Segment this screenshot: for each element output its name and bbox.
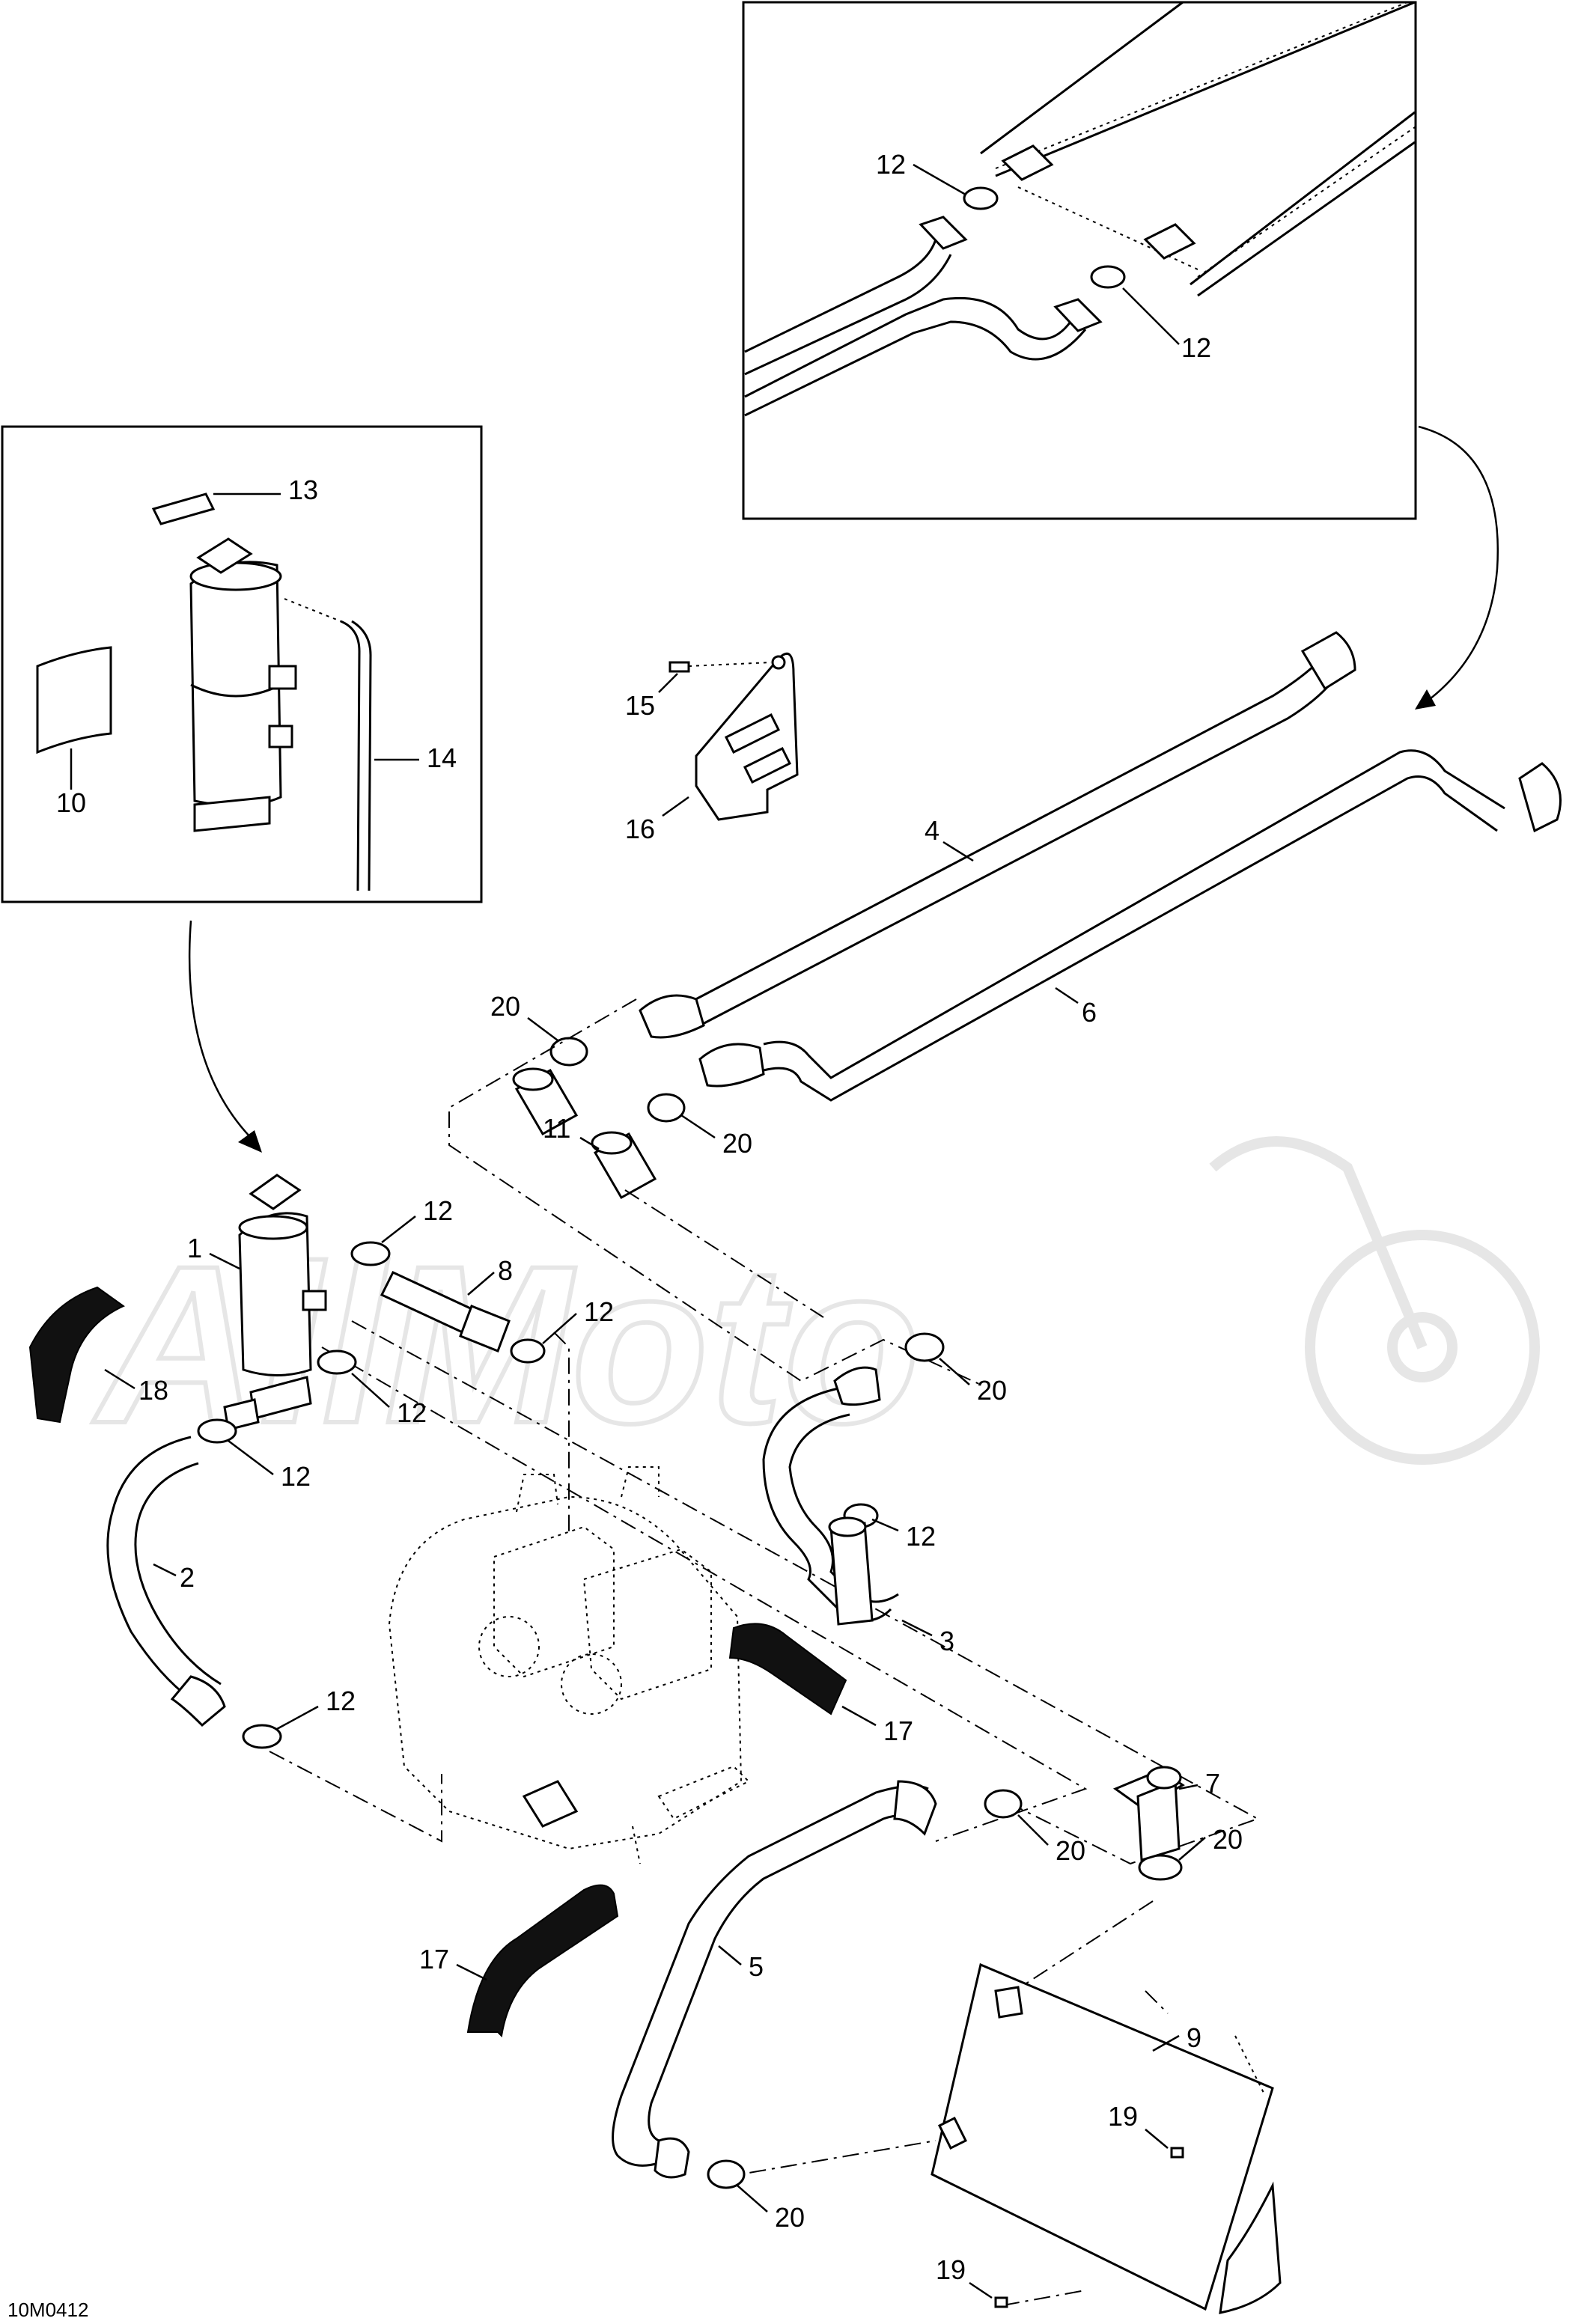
elbow-fitting-7: 7 — [1112, 1766, 1220, 1861]
callout-12: 12 — [397, 1397, 427, 1428]
inset-pointer-arrow — [188, 920, 259, 1146]
ring — [549, 1037, 588, 1067]
tank-cap — [151, 492, 216, 525]
callout-20: 20 — [1056, 1835, 1085, 1866]
callout-8: 8 — [498, 1255, 513, 1286]
callout-7: 7 — [1205, 1768, 1220, 1799]
inset-coolant-tank-detail: 13 14 10 — [1, 425, 483, 903]
callout-5: 5 — [749, 1951, 764, 1982]
callout-20: 20 — [775, 2202, 805, 2233]
engine — [388, 1466, 750, 1864]
drawing-code: 10M0412 — [7, 2299, 88, 2321]
bracket-assembly: 15 16 — [625, 652, 799, 844]
coolant-tank — [189, 561, 282, 807]
coolant-pipe-6: 6 — [698, 749, 1562, 1102]
callout-18: 18 — [138, 1375, 168, 1406]
hose-3: 3 — [762, 1366, 954, 1656]
callout-12: 12 — [423, 1195, 453, 1226]
ring — [647, 1093, 686, 1123]
screw — [668, 661, 690, 673]
callout-12: 12 — [584, 1296, 614, 1327]
callout-6: 6 — [1082, 997, 1097, 1028]
routing-lines — [269, 998, 1260, 2306]
ring — [707, 2159, 746, 2189]
watermark-motorcycle — [1209, 1136, 1540, 1465]
callout-10: 10 — [56, 787, 86, 818]
callout-12: 12 — [281, 1461, 311, 1492]
callout-1: 1 — [187, 1233, 202, 1263]
coolant-pipe-4: 4 — [639, 631, 1356, 1039]
decal — [36, 646, 112, 754]
callout-20: 20 — [490, 991, 520, 1022]
callout-19: 19 — [936, 2254, 966, 2285]
callout-12: 12 — [876, 149, 906, 180]
joiner-sleeves: 20 11 20 — [490, 991, 752, 1200]
hose-2: 2 — [106, 1436, 226, 1727]
callout-3: 3 — [939, 1626, 954, 1656]
protective-sleeve-17 — [466, 1884, 619, 2038]
callout-17: 17 — [883, 1715, 913, 1746]
callout-20: 20 — [722, 1128, 752, 1159]
coolant-tank-installed: 1 — [187, 1174, 327, 1431]
screw — [1170, 2147, 1184, 2159]
callout-2: 2 — [180, 1562, 195, 1593]
hose-clamp — [1090, 265, 1126, 289]
callout-12: 12 — [906, 1521, 936, 1552]
hose-clamp — [963, 186, 999, 210]
ring — [904, 1332, 945, 1362]
heat-exchanger-9: 9 — [931, 1962, 1282, 2314]
callout-14: 14 — [427, 742, 457, 773]
protective-sleeve-17 — [728, 1623, 847, 1715]
callout-12: 12 — [326, 1686, 356, 1716]
callout-15: 15 — [625, 690, 655, 721]
callout-12: 12 — [1181, 332, 1211, 363]
hose-8: 8 — [380, 1255, 513, 1352]
screw — [994, 2296, 1008, 2308]
callout-19: 19 — [1108, 2101, 1138, 2132]
callout-9: 9 — [1187, 2022, 1201, 2053]
callout-20: 20 — [1213, 1824, 1243, 1855]
ring — [984, 1789, 1023, 1819]
callout-13: 13 — [288, 475, 318, 505]
inset-radiator-detail: 12 12 — [742, 1, 1417, 520]
protective-sleeve-18 — [28, 1286, 125, 1424]
inset-pointer-arrow — [1418, 425, 1499, 709]
callout-4: 4 — [925, 815, 939, 846]
callout-20: 20 — [977, 1375, 1007, 1406]
hose-clamps: 12 12 12 12 12 12 — [197, 1195, 936, 1749]
callout-17: 17 — [419, 1944, 449, 1974]
hose-5: 5 — [612, 1780, 937, 2179]
callout-16: 16 — [625, 814, 655, 844]
callout-11: 11 — [543, 1113, 570, 1144]
